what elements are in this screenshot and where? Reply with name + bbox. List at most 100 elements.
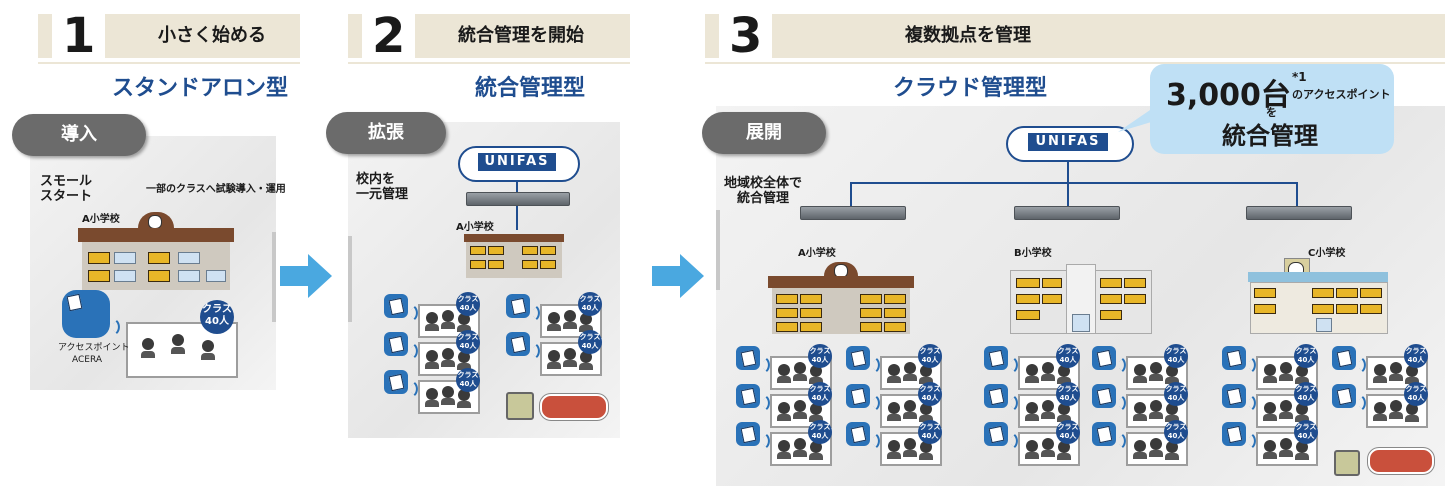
drop-c: [1296, 182, 1298, 206]
class-40-badge: クラス 40人: [456, 292, 480, 316]
classroom: [1256, 356, 1318, 390]
access-point-icon: [846, 422, 870, 446]
school-b-label: B小学校: [1014, 248, 1052, 259]
access-point-icon: [736, 384, 760, 408]
panel-3-edge: [716, 210, 720, 290]
step-1-number: 1: [52, 8, 106, 64]
step-2-title: 統合管理を開始: [458, 25, 584, 46]
class-40-badge: クラス 40人: [1294, 420, 1318, 444]
step-2-rule: [348, 62, 630, 64]
callout-last: 統合管理: [1222, 122, 1318, 150]
arrow-1-icon: [280, 254, 332, 298]
panel-2-edge: [348, 236, 352, 322]
access-point-icon: [736, 346, 760, 370]
class-40-badge: クラス 40人: [918, 420, 942, 444]
switch-b-icon: [1014, 206, 1120, 220]
class-40-badge: クラス 40人: [1294, 344, 1318, 368]
step-3-pill: 展開: [702, 112, 826, 154]
access-point-icon: [846, 346, 870, 370]
access-point-icon: [384, 332, 408, 356]
class-40-badge: クラス 40人: [1404, 382, 1428, 406]
step-1-subtitle: スタンドアロン型: [111, 76, 288, 101]
panel-1-classroom: [126, 322, 238, 378]
partial-rollout-label: 一部のクラスへ試験導入・運用: [146, 184, 286, 195]
panel-1-edge: [272, 232, 276, 322]
class-40-badge: クラス 40人: [1164, 344, 1188, 368]
panel-1-school-label: A小学校: [82, 214, 120, 225]
callout-tail: [1118, 110, 1158, 132]
access-point-icon: [984, 346, 1008, 370]
access-point-icon: [1092, 346, 1116, 370]
track-field-icon: [540, 394, 608, 420]
class-40-badge: クラス 40人: [1056, 420, 1080, 444]
school-a-building: [768, 262, 914, 334]
arrow-2-icon: [652, 254, 704, 298]
central-mgmt-label: 校内を 一元管理: [356, 172, 409, 202]
step-3-band: 3 複数拠点を管理: [705, 8, 1445, 64]
access-point-icon: [984, 422, 1008, 446]
class-40-badge: クラス 40人: [1164, 420, 1188, 444]
step-1-title: 小さく始める: [158, 25, 266, 46]
step-2-subtitle: 統合管理型: [474, 76, 585, 101]
callout-big: 3,000台: [1166, 78, 1291, 113]
cloud-3-icon: [1006, 126, 1134, 162]
class-40-badge: クラス 40人: [578, 292, 602, 316]
class-40-badge: クラス 40人: [1056, 382, 1080, 406]
access-point-icon: [1222, 384, 1246, 408]
switch-c-icon: [1246, 206, 1352, 220]
sensor-c-icon: [1334, 450, 1360, 476]
callout-wo: を: [1266, 106, 1277, 119]
access-point-icon: [984, 384, 1008, 408]
small-start-label: スモール スタート: [40, 174, 93, 204]
school-a-label: A小学校: [798, 248, 836, 259]
class-40-badge: クラス 40人: [456, 368, 480, 392]
switch-2-icon: [466, 192, 570, 206]
class-40-badge: クラス 40人: [456, 330, 480, 354]
class-40-badge: クラス 40人: [808, 344, 832, 368]
sensor-icon: [506, 392, 534, 420]
bus-line-3: [850, 182, 1298, 184]
step-3-subtitle: クラウド管理型: [892, 76, 1047, 101]
class-40-badge: クラス 40人: [1294, 382, 1318, 406]
access-point-icon: [1092, 422, 1116, 446]
access-point-icon: [1332, 384, 1356, 408]
panel-2-school-building: [464, 226, 564, 278]
ap-label-1: アクセスポイント: [58, 343, 130, 353]
class-40-badge: クラス 40人: [918, 382, 942, 406]
access-point-icon: [506, 332, 530, 356]
access-point-icon: [846, 384, 870, 408]
access-point-icon: [384, 294, 408, 318]
classroom: [1018, 394, 1080, 428]
step-3-rule: [705, 62, 1445, 64]
classroom: [1256, 432, 1318, 466]
switch-a-icon: [800, 206, 906, 220]
track-field-c-icon: [1368, 448, 1434, 474]
access-point-icon: [1222, 346, 1246, 370]
step-3-number: 3: [719, 8, 773, 64]
access-point-icon: [384, 370, 408, 394]
step-2-pill: 拡張: [326, 112, 446, 154]
ap-label-2: ACERA: [72, 355, 103, 365]
class-40-badge: クラス 40人: [1404, 344, 1428, 368]
school-b-building: [1010, 264, 1152, 334]
callout-bubble: [1150, 64, 1394, 154]
class-40-badge: クラス 40人: [200, 300, 234, 334]
step-1-rule: [38, 62, 300, 64]
panel-2-school-label: A小学校: [456, 222, 494, 233]
panel-1-school-building: [78, 212, 234, 290]
class-40-badge: クラス 40人: [578, 330, 602, 354]
uplink-line-2: [516, 180, 518, 192]
step-2-number: 2: [362, 8, 416, 64]
access-point-icon: [1092, 384, 1116, 408]
access-point-icon: [1222, 422, 1246, 446]
unifas-logo-2: UNIFAS: [478, 153, 556, 171]
class-40-badge: クラス 40人: [808, 382, 832, 406]
access-point-icon: [62, 290, 110, 338]
callout-small: のアクセスポイント: [1292, 88, 1391, 101]
class-40-badge: クラス 40人: [1164, 382, 1188, 406]
access-point-icon: [736, 422, 760, 446]
school-c-building: [1248, 258, 1388, 334]
step-3-title: 複数拠点を管理: [905, 25, 1031, 46]
uplink-line-3: [1067, 160, 1069, 184]
step-2-band: 2 統合管理を開始: [348, 8, 630, 64]
